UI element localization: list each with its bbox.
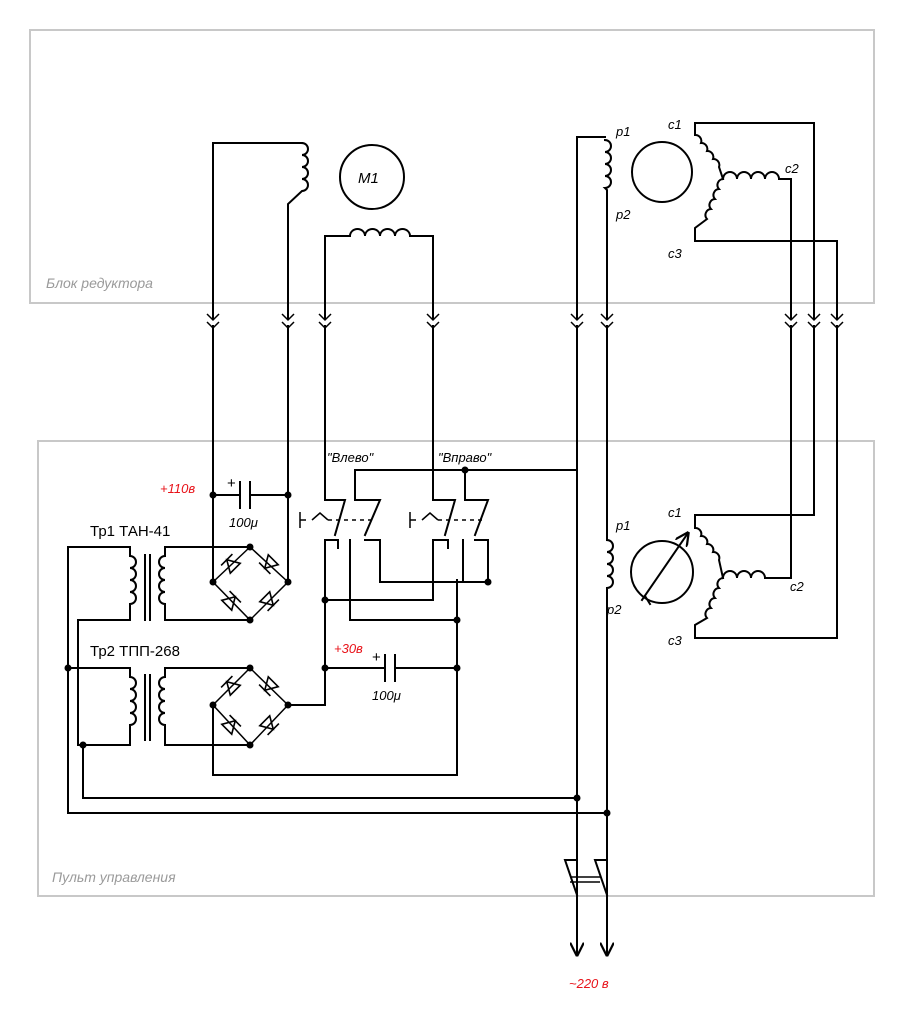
capacitor-2: + 100μ (372, 649, 401, 703)
transformer-tr2: Тр2 ТПП-268 (67, 643, 608, 814)
reducer-frame-label: Блок редуктора (46, 275, 153, 291)
selsyn-bottom: p1 p2 c1 c2 c3 (576, 469, 805, 901)
rectifier-bridge-1 (211, 545, 290, 622)
selsyn-top-c1: c1 (668, 117, 682, 132)
switch-right: "Вправо" (409, 450, 493, 581)
motor-m1: M1 (324, 144, 434, 319)
switch-right-label: "Вправо" (438, 450, 493, 465)
tr1-label: Тр1 ТАН-41 (90, 523, 170, 540)
motor-label: M1 (358, 170, 379, 187)
panel-frame (37, 440, 875, 897)
panel-frame-label: Пульт управления (52, 869, 176, 885)
selsyn-bottom-c2: c2 (790, 579, 805, 594)
voltage-110: +110в (160, 481, 195, 496)
selsyn-top-r2: p2 (615, 207, 631, 222)
connector-row (206, 313, 844, 329)
selsyn-bottom-c3: c3 (668, 633, 683, 648)
mains-voltage: ~220 в (569, 976, 609, 991)
transformer-tr1: Тр1 ТАН-41 (67, 523, 251, 746)
selsyn-top-c2: c2 (785, 161, 800, 176)
selsyn-top: p1 p2 c1 c2 c3 (576, 117, 838, 319)
reducer-frame (29, 29, 875, 304)
cap1-value: 100μ (229, 515, 258, 530)
capacitor-1: + 100μ (227, 475, 258, 530)
switch-left-label: "Влево" (327, 450, 375, 465)
junction-dots (64, 466, 611, 817)
selsyn-top-r1: p1 (615, 124, 630, 139)
selsyn-bottom-c1: c1 (668, 505, 682, 520)
voltage-30: +30в (334, 641, 363, 656)
cap1-plus: + (227, 475, 236, 492)
field-coil (212, 141, 309, 319)
tr2-label: Тр2 ТПП-268 (90, 643, 180, 660)
main-switch: ~220 в (563, 859, 609, 991)
selsyn-bottom-r1: p1 (615, 518, 630, 533)
switch-left: "Влево" (299, 450, 382, 581)
rectifier-bridge-2 (211, 666, 290, 747)
cap2-value: 100μ (372, 688, 401, 703)
selsyn-top-c3: c3 (668, 246, 683, 261)
cap2-plus: + (372, 649, 381, 666)
selsyn-bottom-r2: p2 (606, 602, 622, 617)
